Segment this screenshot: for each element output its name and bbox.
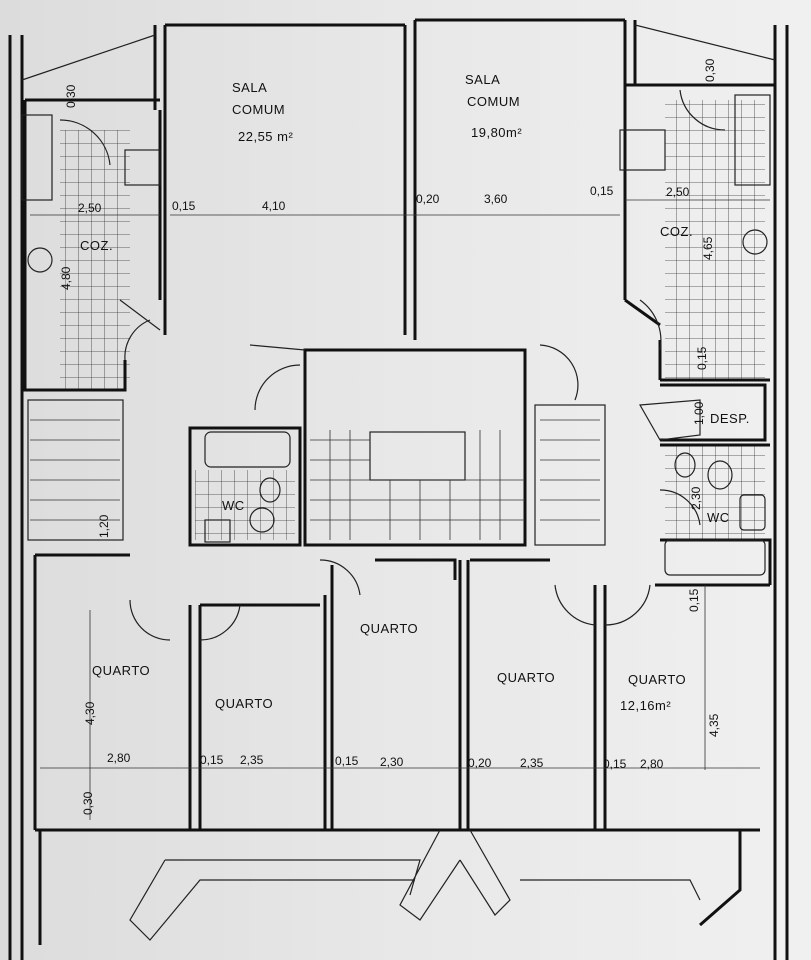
desp-label: DESP. — [710, 411, 750, 426]
dim-015-d: 0,15 — [335, 754, 359, 768]
dim-wc-right-230: 2,30 — [689, 486, 703, 510]
dim-015-e: 0,15 — [603, 757, 627, 771]
balcony — [38, 829, 742, 945]
dim-q1-w: 2,80 — [107, 751, 131, 765]
dim-020-b: 0,20 — [468, 756, 492, 770]
dim-q3-w: 2,30 — [380, 755, 404, 769]
dim-right-015: 0,15 — [695, 346, 709, 370]
dim-coz-left-w: 2,50 — [78, 201, 102, 215]
dim-coz-right-h: 4,65 — [701, 236, 715, 260]
dim-q5-w: 2,80 — [640, 757, 664, 771]
quarto-5-label: QUARTO — [628, 672, 686, 687]
dim-bottom-030: 0,30 — [81, 791, 95, 815]
wc-right-label: WC — [707, 510, 730, 525]
coz-left-label: COZ. — [80, 238, 113, 253]
dim-sala-left-w: 4,10 — [262, 199, 286, 213]
dimension-lines — [30, 199, 770, 820]
dim-015-b: 0,15 — [590, 184, 614, 198]
dim-desp-100: 1,00 — [692, 401, 706, 425]
dim-left-120: 1,20 — [97, 514, 111, 538]
quarto-2-label: QUARTO — [215, 696, 273, 711]
wc-left-label: WC — [222, 498, 245, 513]
sala-left-area: 22,55 m² — [238, 129, 293, 144]
dim-quarto-5-h: 4,35 — [707, 713, 721, 737]
sala-right-label: SALA — [465, 72, 500, 87]
quarto-3-label: QUARTO — [360, 621, 418, 636]
quarto-1-label: QUARTO — [92, 663, 150, 678]
dim-015-c: 0,15 — [200, 753, 224, 767]
dim-015-a: 0,15 — [172, 199, 196, 213]
dim-sala-right-w: 3,60 — [484, 192, 508, 206]
quarto-4-label: QUARTO — [497, 670, 555, 685]
wc-left — [188, 426, 302, 547]
sala-right-label-2: COMUM — [467, 94, 520, 109]
dim-030-right: 0,30 — [703, 58, 717, 82]
kitchen-right — [619, 83, 775, 585]
dim-quarto-1-h: 4,30 — [83, 701, 97, 725]
bedrooms — [33, 553, 770, 832]
dim-030-left: 0,30 — [64, 84, 78, 108]
dim-020-a: 0,20 — [416, 192, 440, 206]
quarto-5-area: 12,16m² — [620, 698, 671, 713]
coz-right-label: COZ. — [660, 224, 693, 239]
staircase — [27, 344, 606, 547]
dim-q4-w: 2,35 — [520, 756, 544, 770]
dim-coz-right-w: 2,50 — [666, 185, 690, 199]
kitchen-left — [21, 98, 162, 392]
sala-left-label-2: COMUM — [232, 102, 285, 117]
dim-right-015-b: 0,15 — [687, 588, 701, 612]
sala-left-label: SALA — [232, 80, 267, 95]
dim-coz-left-h: 4,80 — [59, 266, 73, 290]
sala-right-area: 19,80m² — [471, 125, 522, 140]
dim-q2-w: 2,35 — [240, 753, 264, 767]
